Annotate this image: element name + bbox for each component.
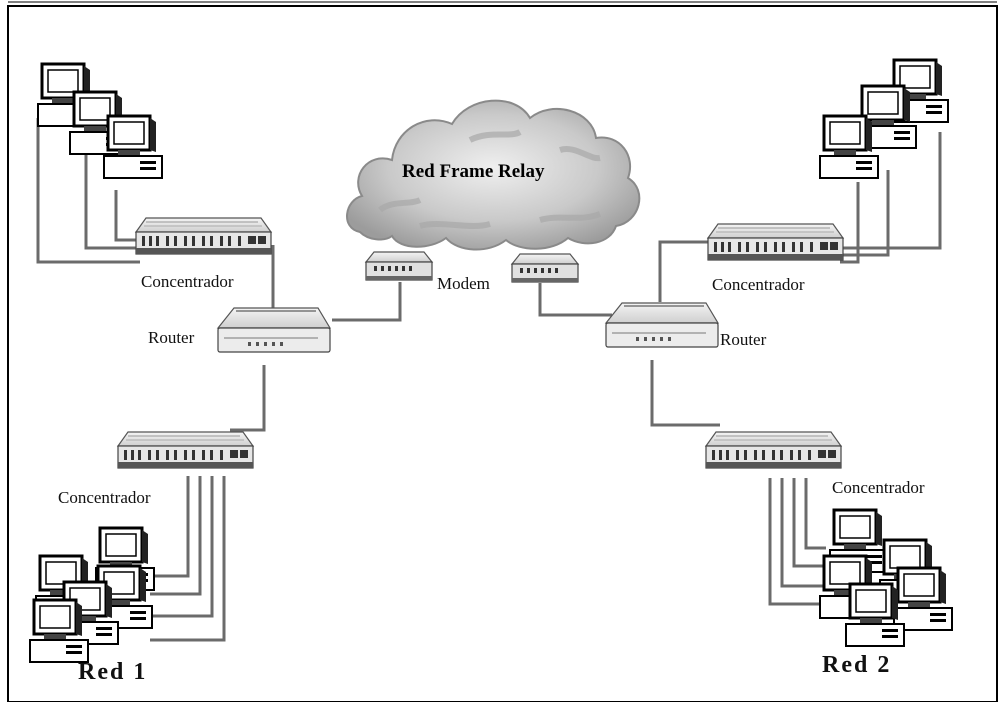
computer-icon xyxy=(894,568,952,630)
computer-icon xyxy=(846,584,904,646)
router-network2 xyxy=(606,303,718,347)
modem-network2 xyxy=(512,254,578,282)
network1-router-label: Router xyxy=(148,328,194,348)
network2-name: Red 2 xyxy=(822,652,891,679)
modem-label: Modem xyxy=(437,274,490,294)
computer-icon xyxy=(820,116,878,178)
computer-icon xyxy=(104,116,162,178)
hub-network2-bottom xyxy=(706,432,841,468)
network2-top-hub-label: Concentrador xyxy=(712,275,805,295)
network1-name: Red 1 xyxy=(78,659,147,686)
computer-group-network1-bottom xyxy=(30,528,154,662)
router-network1 xyxy=(218,308,330,352)
hub-network1-bottom xyxy=(118,432,253,468)
network1-bottom-hub-label: Concentrador xyxy=(58,488,151,508)
computer-group-network2-top xyxy=(820,60,948,178)
network2-router-label: Router xyxy=(720,330,766,350)
modem-network1 xyxy=(366,252,432,280)
hub-network2-top xyxy=(708,224,843,260)
network1-top-hub-label: Concentrador xyxy=(141,272,234,292)
network2-bottom-hub-label: Concentrador xyxy=(832,478,925,498)
cloud-label: Red Frame Relay xyxy=(402,161,544,183)
computer-group-network1-top xyxy=(38,64,162,178)
hub-network1-top xyxy=(136,218,271,254)
computer-group-network2-bottom xyxy=(820,510,952,646)
computer-icon xyxy=(30,600,88,662)
